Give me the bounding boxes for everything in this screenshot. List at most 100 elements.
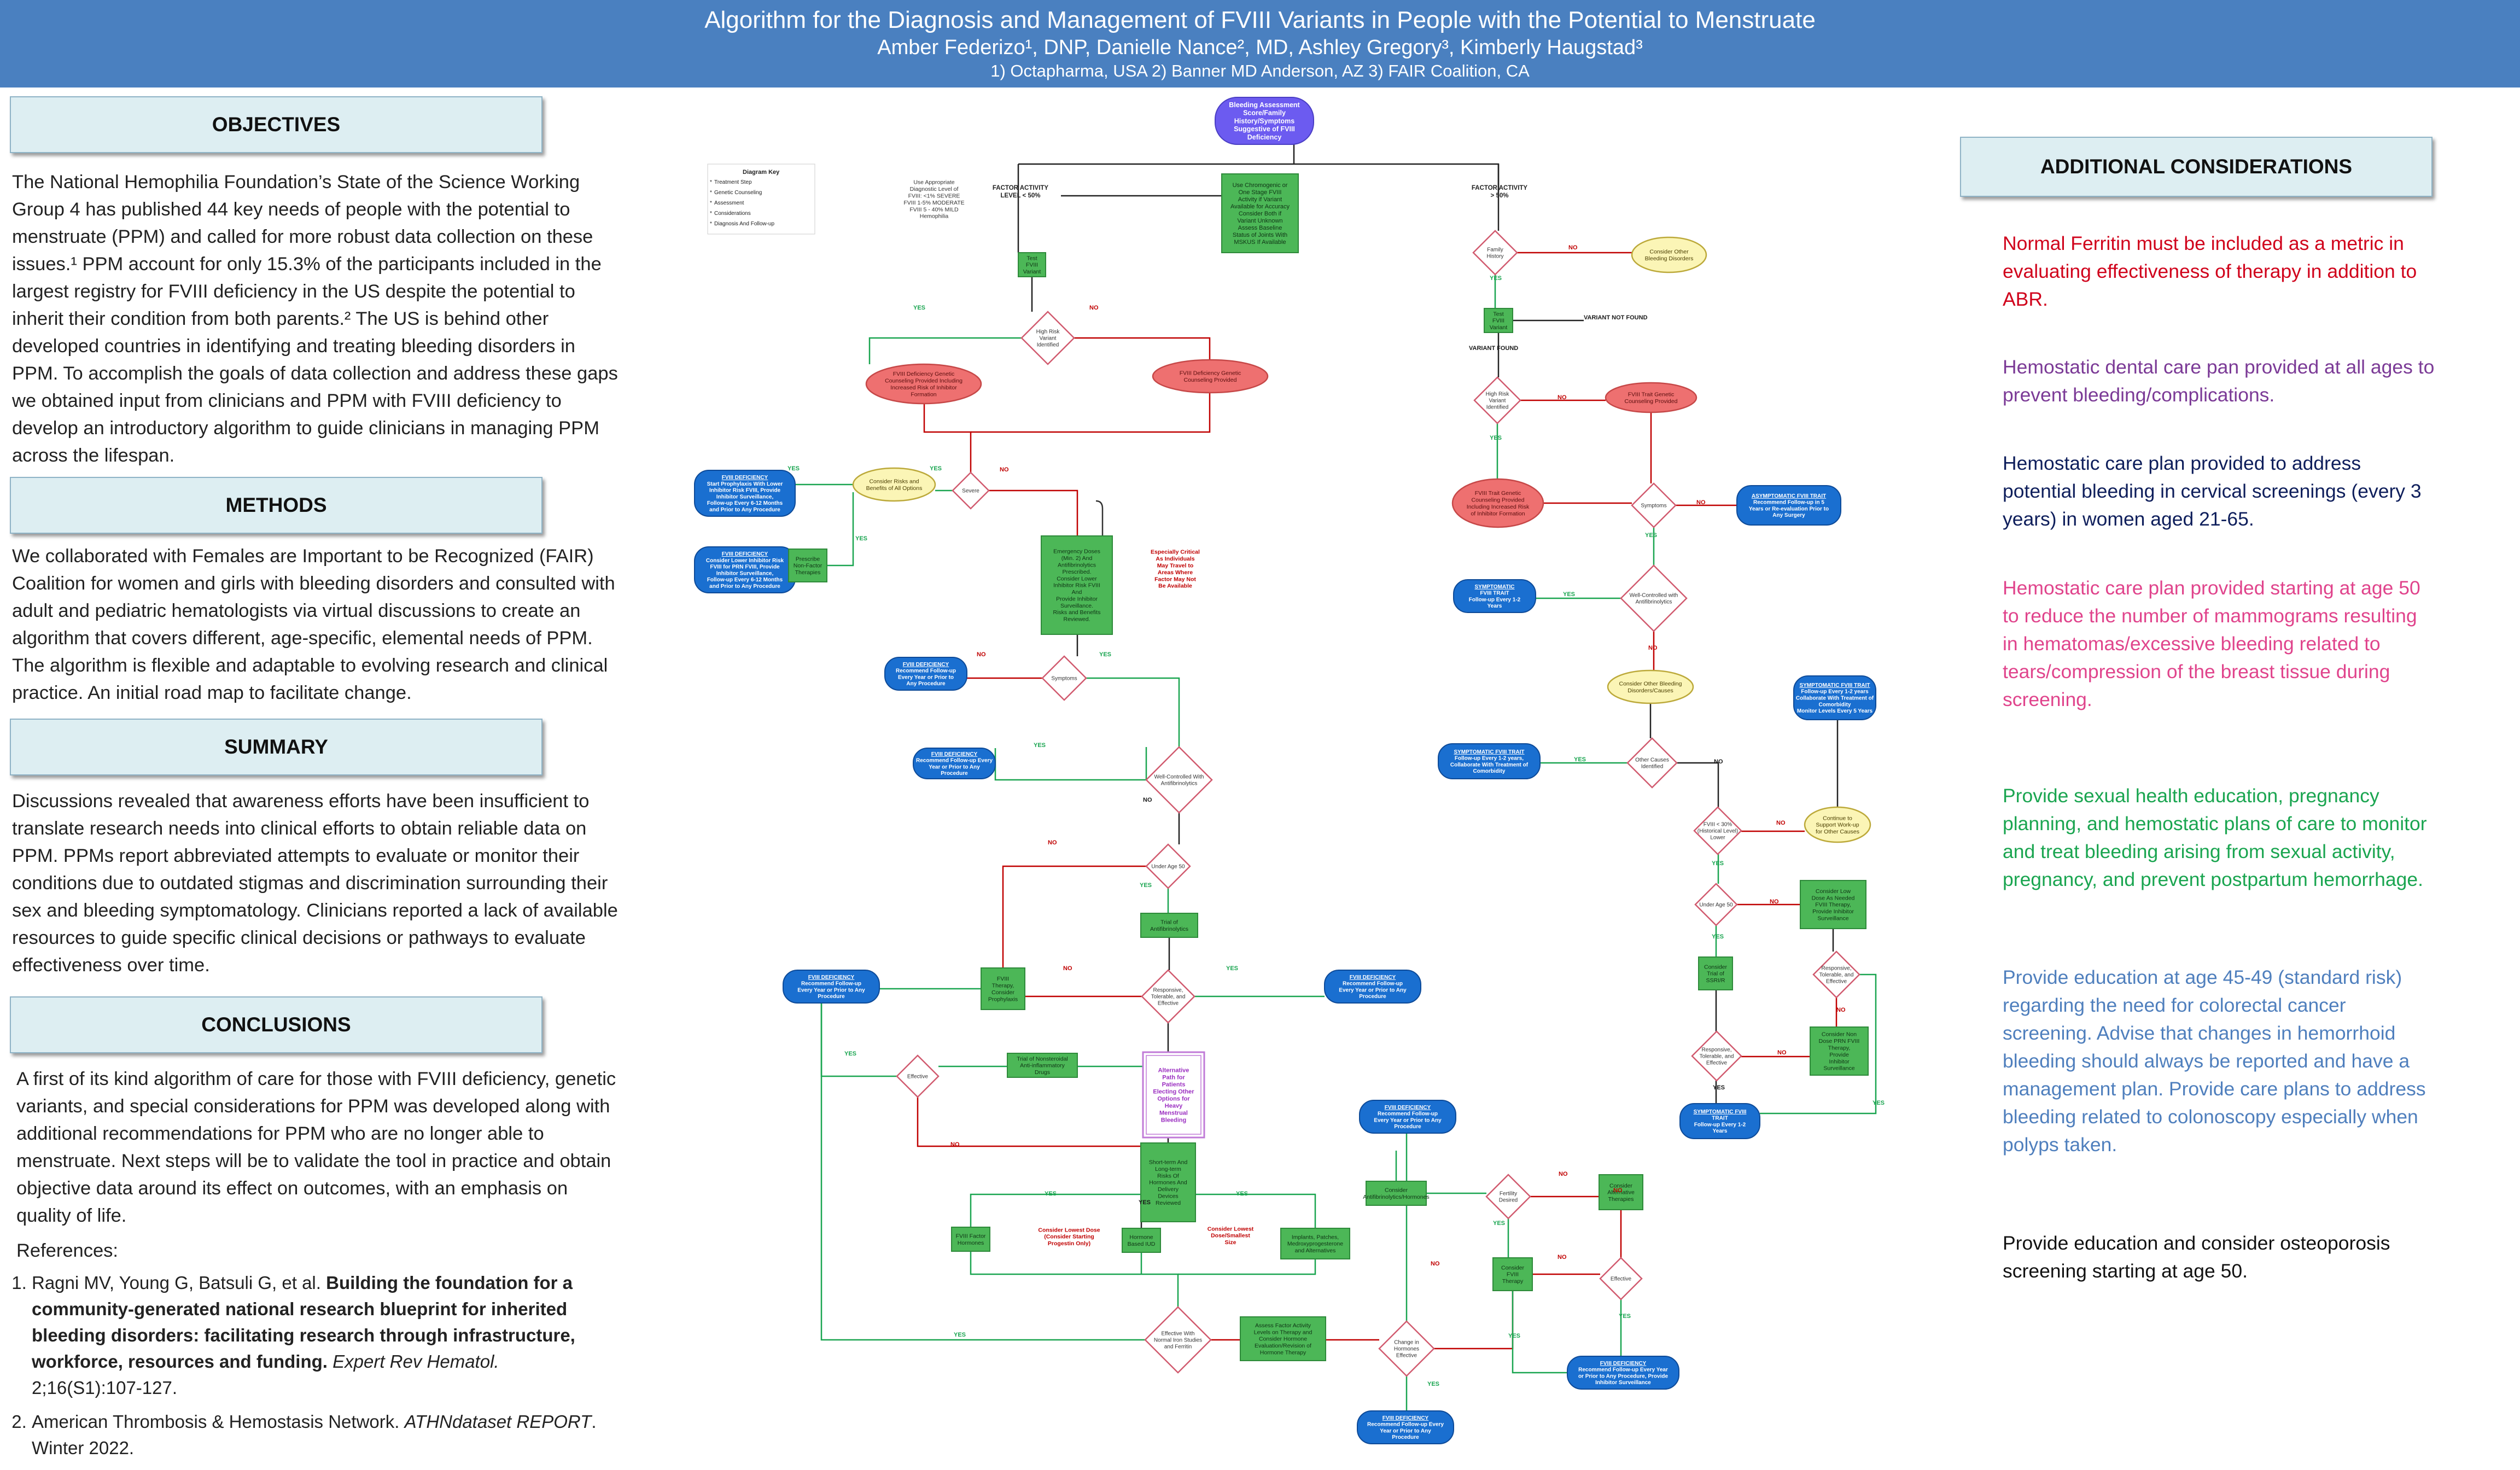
- flow-node-fv30: FVIII < 30%(Historical Level)Lower: [1693, 806, 1742, 855]
- legend-item: Assessment: [714, 200, 744, 206]
- summary-heading: SUMMARY: [10, 719, 542, 775]
- branch-label: NO: [1568, 244, 1578, 251]
- references-list: Ragni MV, Young G, Batsuli G, et al. Bui…: [3, 1270, 605, 1469]
- consideration-item: Hemostatic care plan provided to address…: [2003, 452, 2422, 530]
- branch-label: VARIANT FOUND: [1469, 345, 1518, 352]
- branch-label: YES: [1490, 435, 1502, 441]
- conclusions-text: A first of its kind algorithm of care fo…: [16, 1069, 616, 1226]
- branch-label: NO: [977, 651, 986, 658]
- summary-text: Discussions revealed that awareness effo…: [12, 791, 618, 976]
- flow-node-eff3: Effective: [1599, 1257, 1643, 1300]
- branch-label: NO: [1613, 1187, 1623, 1194]
- branch-label: NO: [1063, 965, 1072, 972]
- poster-affiliations: 1) Octapharma, USA 2) Banner MD Anderson…: [990, 61, 1530, 80]
- branch-label: YES: [1645, 532, 1657, 539]
- branch-label: NO: [1836, 1007, 1846, 1013]
- legend-item: Genetic Counseling: [714, 190, 762, 196]
- branch-label: NO: [1558, 394, 1567, 401]
- legend-item: Considerations: [714, 211, 751, 217]
- legend-item: Diagnosis And Follow-up: [714, 221, 774, 227]
- branch-label: YES: [1712, 934, 1724, 940]
- branch-label: NO: [1048, 839, 1057, 846]
- reference-item: American Thrombosis & Hemostasis Network…: [32, 1409, 605, 1461]
- branch-label: YES: [1872, 1100, 1885, 1106]
- branch-label: YES: [1713, 1084, 1725, 1091]
- branch-label: YES: [1034, 742, 1046, 749]
- diagram-key: Diagram Key*Treatment Step*Genetic Couns…: [707, 164, 815, 235]
- branch-label: YES: [1490, 275, 1502, 282]
- factor-level-right: FACTOR ACTIVITY> 50%: [1472, 185, 1528, 199]
- branch-label: NO: [1089, 305, 1099, 311]
- flow-node-sym1: Symptoms: [1041, 655, 1087, 701]
- flow-node-label: Effective: [1611, 1276, 1632, 1282]
- flow-node-label: Under Age 50: [1699, 902, 1733, 908]
- branch-label: NO: [1776, 820, 1786, 826]
- branch-label: NO: [1648, 645, 1658, 651]
- legend-item: Treatment Step: [714, 179, 752, 185]
- objectives-text: The National Hemophilia Foundation’s Sta…: [12, 172, 618, 466]
- reference-item: Ragni MV, Young G, Batsuli G, et al. Bui…: [32, 1270, 605, 1401]
- branch-label: YES: [1226, 965, 1238, 972]
- flow-node-ua1: Under Age 50: [1145, 843, 1191, 889]
- branch-label: YES: [844, 1051, 856, 1057]
- branch-label: NO: [1000, 466, 1009, 473]
- branch-label: NO: [1431, 1261, 1440, 1267]
- branch-label: NO: [1143, 797, 1152, 803]
- branch-label: YES: [1493, 1220, 1505, 1227]
- branch-label: YES: [1508, 1333, 1520, 1339]
- branch-label: VARIANT NOT FOUND: [1584, 314, 1648, 321]
- consideration-item: Hemostatic care plan provided starting a…: [2003, 577, 2420, 710]
- flow-node-eff1: Effective: [896, 1054, 940, 1098]
- branch-label: YES: [930, 465, 942, 472]
- legend-bullet: *: [710, 190, 712, 196]
